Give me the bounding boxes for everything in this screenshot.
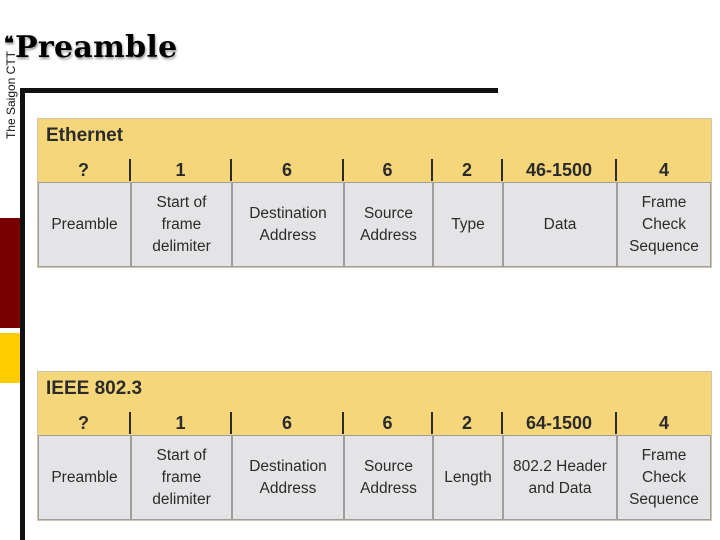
field-start-frame-delimiter: Start of frame delimiter <box>131 435 232 520</box>
field-size: 6 <box>344 159 433 181</box>
field-row: Preamble Start of frame delimiter Destin… <box>38 435 711 520</box>
brand-stripe-yellow <box>0 333 20 383</box>
field-row: Preamble Start of frame delimiter Destin… <box>38 182 711 267</box>
frame-title: Ethernet <box>46 125 124 146</box>
field-length: Length <box>433 435 503 520</box>
field-frame-check-sequence: Frame Check Sequence <box>617 182 711 267</box>
field-size: ? <box>38 412 131 434</box>
field-destination-address: Destination Address <box>232 435 344 520</box>
field-destination-address: Destination Address <box>232 182 344 267</box>
field-start-frame-delimiter: Start of frame delimiter <box>131 182 232 267</box>
field-size: 4 <box>658 160 669 180</box>
frame-title: IEEE 802.3 <box>46 378 143 399</box>
slide-title: ❝Preamble <box>4 30 178 65</box>
field-size: 46-1500 <box>503 159 617 181</box>
field-frame-check-sequence: Frame Check Sequence <box>617 435 711 520</box>
field-data: Data <box>503 182 617 267</box>
slide-title-text: Preamble <box>15 30 178 65</box>
brand-stripe-red <box>0 218 20 328</box>
side-rule <box>20 92 25 540</box>
field-size-row: ? 1 6 6 2 64-1500 4 <box>38 412 711 434</box>
field-header-and-data: 802.2 Header and Data <box>503 435 617 520</box>
field-preamble: Preamble <box>38 182 131 267</box>
field-size: 4 <box>658 413 669 433</box>
field-size: 1 <box>131 159 232 181</box>
field-size: 6 <box>344 412 433 434</box>
field-size-row: ? 1 6 6 2 46-1500 4 <box>38 159 711 181</box>
field-size: 64-1500 <box>503 412 617 434</box>
field-size: 2 <box>433 159 503 181</box>
field-source-address: Source Address <box>344 435 433 520</box>
field-source-address: Source Address <box>344 182 433 267</box>
field-size: 1 <box>131 412 232 434</box>
ethernet-frame-diagram: Ethernet ? 1 6 6 2 46-1500 4 Preamble St… <box>37 118 712 268</box>
title-rule <box>20 88 498 93</box>
field-size: ? <box>38 159 131 181</box>
field-size: 6 <box>232 412 344 434</box>
ieee-802-3-frame-diagram: IEEE 802.3 ? 1 6 6 2 64-1500 4 Preamble … <box>37 371 712 521</box>
bullet-icon: ❝ <box>4 33 14 54</box>
field-preamble: Preamble <box>38 435 131 520</box>
field-size: 2 <box>433 412 503 434</box>
field-size: 6 <box>232 159 344 181</box>
field-type: Type <box>433 182 503 267</box>
